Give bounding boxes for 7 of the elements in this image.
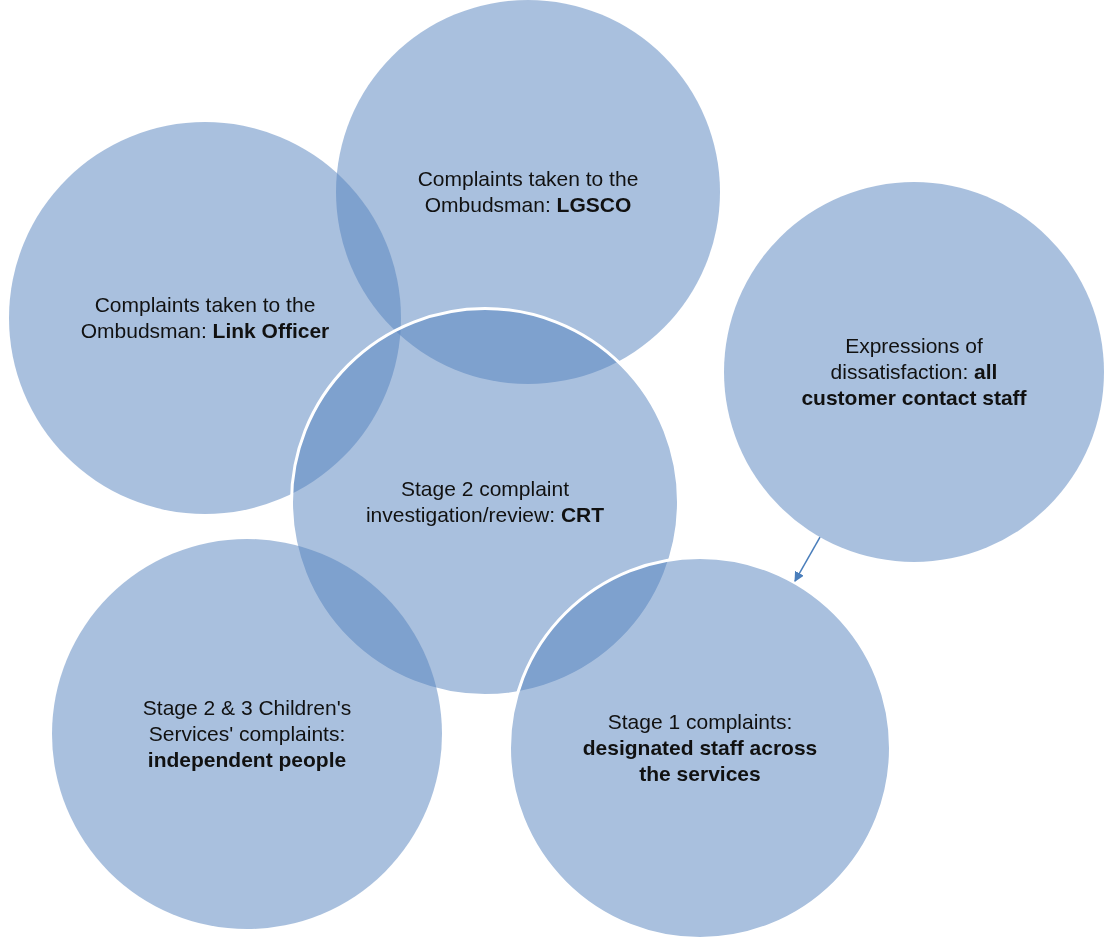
node-label: Expressions of dissatisfaction: all customer contact staff <box>800 332 1028 412</box>
node-label: Complaints taken to the Ombudsman: LGSCO <box>416 165 640 218</box>
node-label: Stage 2 & 3 Children's Services' complaints: independent people <box>141 694 353 774</box>
arrow <box>794 536 821 582</box>
node-label: Stage 2 complaint investigation/review: CRT <box>364 475 606 528</box>
node-label: Stage 1 complaints: designated staff across the services <box>581 708 819 788</box>
node-label: Complaints taken to the Ombudsman: Link Officer <box>79 291 331 344</box>
